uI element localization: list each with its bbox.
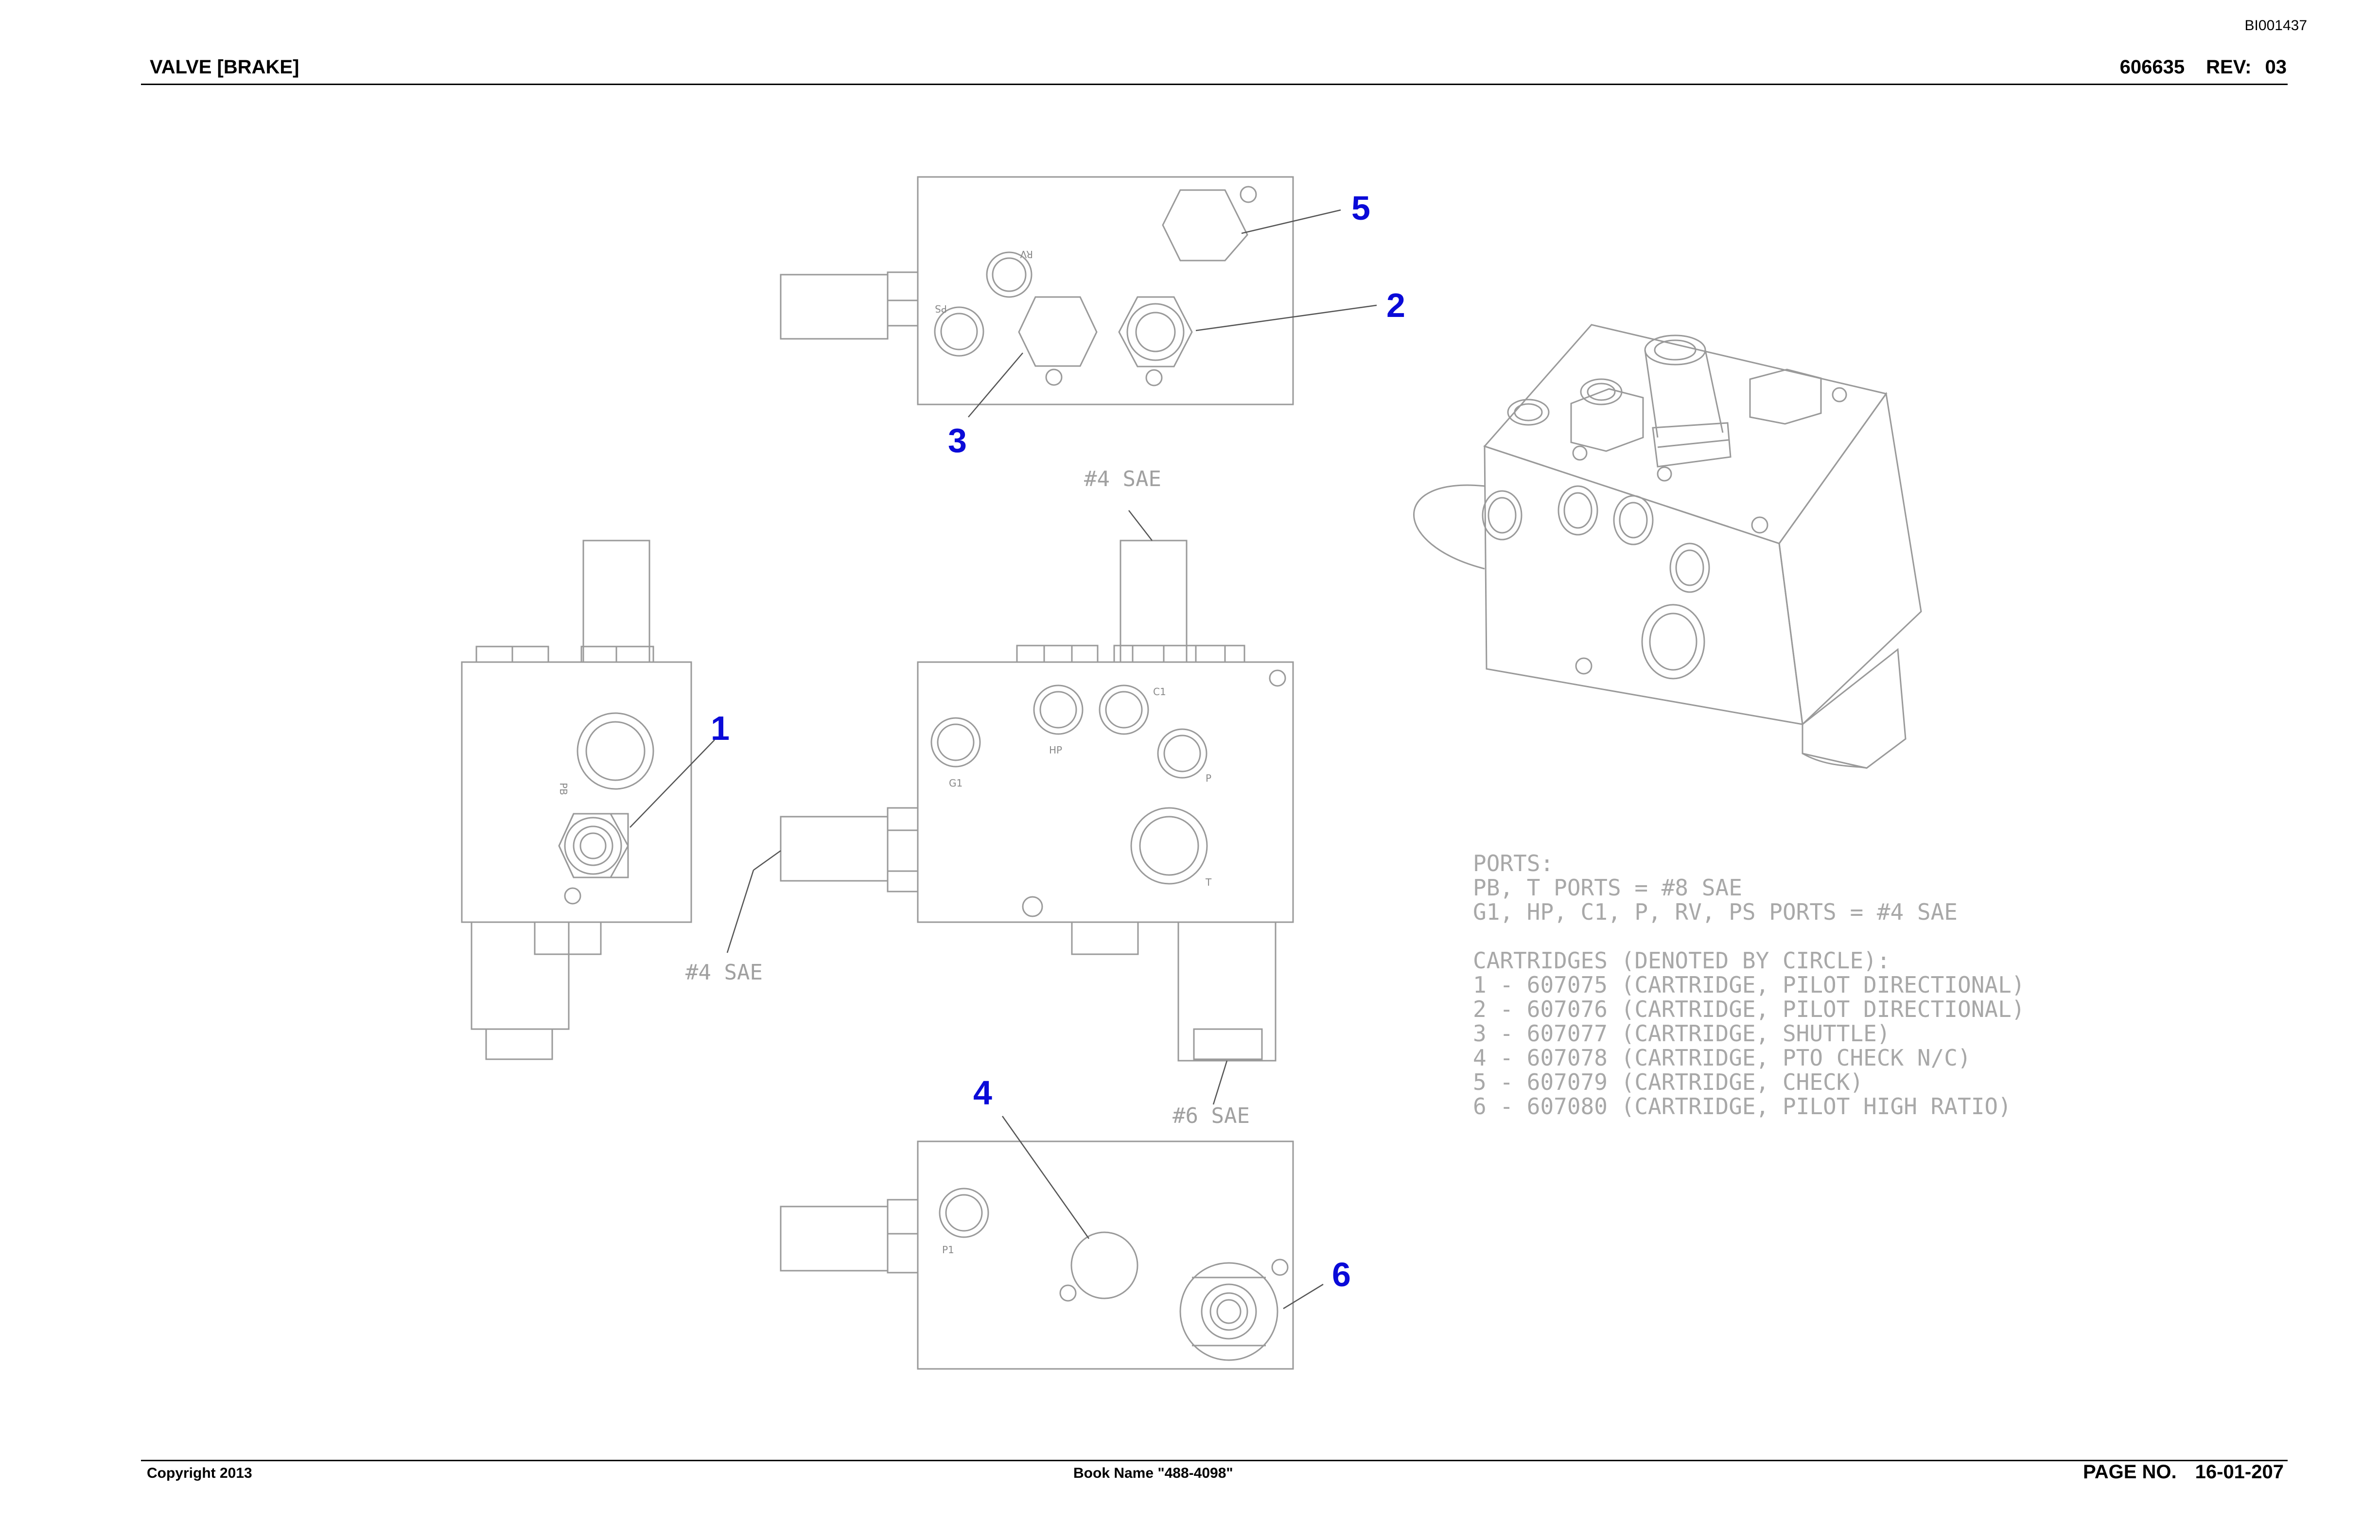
footer-divider [141,1460,2288,1461]
callout-1: 1 [711,709,730,747]
cartridge-line: 5 - 607079 (CARTRIDGE, CHECK) [1473,1069,1863,1095]
cartridge-line: 4 - 607078 (CARTRIDGE, PTO CHECK N/C) [1473,1045,1971,1071]
cartridges-heading: CARTRIDGES (DENOTED BY CIRCLE): [1473,947,1890,974]
cartridge-line: 2 - 607076 (CARTRIDGE, PILOT DIRECTIONAL… [1473,996,2025,1022]
port-label-pb: PB [558,783,569,795]
revision-value: 03 [2265,56,2287,78]
header-divider [141,84,2288,85]
port-label-p: P [1206,772,1211,784]
bottom-view [780,1116,1324,1370]
page-number-value: 16-01-207 [2195,1461,2284,1483]
callout-4: 4 [973,1074,992,1112]
isometric-view [1413,324,1922,769]
side-view [461,540,715,1060]
callout-6: 6 [1332,1256,1351,1294]
port-label-rv: RV [1020,248,1033,260]
ports-line-2: G1, HP, C1, P, RV, PS PORTS = #4 SAE [1473,899,1958,925]
sae-label-left: #4 SAE [685,960,763,985]
port-label-p1: P1 [942,1244,954,1256]
page-title: VALVE [BRAKE] [150,56,299,78]
front-view [726,510,1294,1105]
page-number: PAGE NO. 16-01-207 [2083,1461,2284,1483]
cartridge-line: 6 - 607080 (CARTRIDGE, PILOT HIGH RATIO) [1473,1093,2012,1120]
port-label-hp: HP [1049,744,1062,756]
port-label-c1: C1 [1153,686,1166,698]
port-label-ps: PS [935,303,947,315]
sae-label-top: #4 SAE [1084,467,1161,491]
ports-heading: PORTS: [1473,850,1554,876]
ports-line-1: PB, T PORTS = #8 SAE [1473,875,1742,901]
sae-label-bottom: #6 SAE [1172,1103,1250,1128]
book-name: Book Name "488-4098" [1073,1465,1233,1481]
callout-5: 5 [1351,189,1370,227]
top-view [780,176,1377,418]
part-number: 606635 [2119,56,2185,78]
callout-2: 2 [1386,286,1405,324]
document-id: BI001437 [2244,18,2307,34]
callout-3: 3 [948,421,967,459]
revision-label: REV: [2206,56,2252,78]
page-number-label: PAGE NO. [2083,1461,2177,1483]
port-label-t: T [1205,876,1212,888]
copyright-notice: Copyright 2013 [147,1465,252,1481]
notes-block: PORTS: PB, T PORTS = #8 SAE G1, HP, C1, … [1473,850,2025,1120]
port-label-g1: G1 [949,777,962,789]
cartridge-line: 1 - 607075 (CARTRIDGE, PILOT DIRECTIONAL… [1473,972,2025,998]
cartridge-line: 3 - 607077 (CARTRIDGE, SHUTTLE) [1473,1020,1890,1047]
part-revision: 606635 REV: 03 [2120,56,2287,78]
